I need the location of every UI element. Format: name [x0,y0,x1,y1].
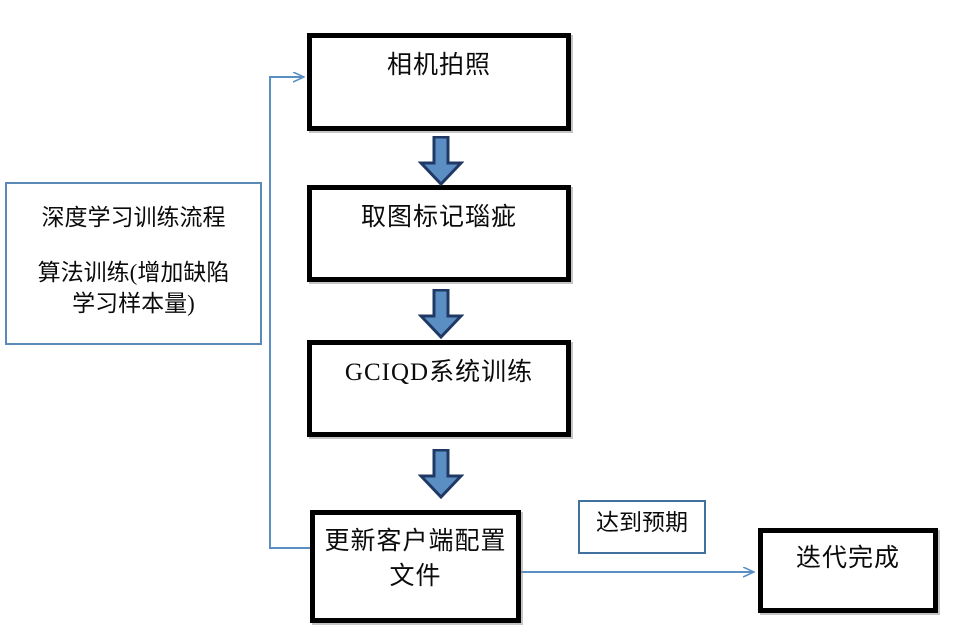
node-capture-label: 相机拍照 [386,52,491,79]
node-train-label: GCIQD系统训练 [344,359,534,386]
node-done[interactable]: 迭代完成 [758,528,938,613]
node-update-label: 更新客户端配置 文件 [324,528,507,590]
block-arrow-train-to-update [418,449,464,499]
info-box: 深度学习训练流程 算法训练(增加缺陷 学习样本量) [5,182,262,345]
node-update[interactable]: 更新客户端配置 文件 [310,510,521,623]
block-arrow-capture-to-annotate [418,136,464,186]
node-expected-label: 达到预期 [596,510,688,535]
info-box-title: 深度学习训练流程 [41,205,226,230]
block-arrow-annotate-to-train [418,289,464,339]
node-annotate[interactable]: 取图标记瑙疵 [307,185,571,282]
node-annotate-label: 取图标记瑙疵 [360,204,517,231]
node-capture[interactable]: 相机拍照 [307,33,571,131]
node-done-label: 迭代完成 [795,545,900,572]
node-train[interactable]: GCIQD系统训练 [307,340,571,437]
node-expected[interactable]: 达到预期 [578,500,706,554]
info-box-detail: 算法训练(增加缺陷 学习样本量) [37,260,230,316]
connector-feedback-loop [269,77,310,549]
